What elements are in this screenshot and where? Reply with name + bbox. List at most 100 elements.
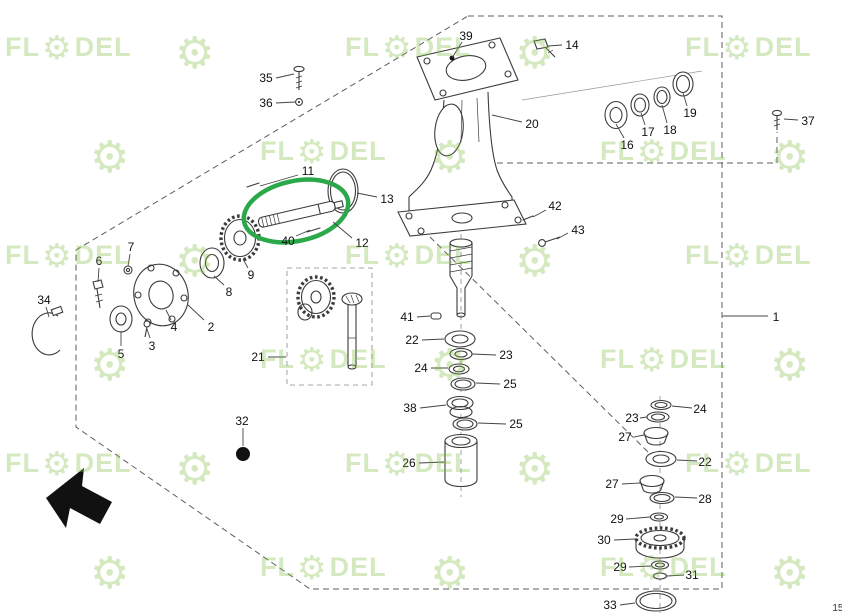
part-label-24: 24: [693, 402, 707, 416]
part-32-plug: [236, 447, 250, 461]
part-label-16: 16: [620, 138, 634, 152]
leader-line-31: [666, 574, 685, 577]
part-label-14: 14: [565, 38, 579, 52]
part-11-pin: [246, 182, 260, 188]
part-5-seal: [109, 305, 133, 333]
part-22-bearing: [444, 330, 476, 348]
part-31-ring: [652, 572, 668, 580]
part-label-6: 6: [96, 254, 103, 268]
leader-line-28: [674, 496, 698, 499]
leader-line-17: [640, 112, 646, 126]
part-16-bearing: [604, 100, 628, 130]
part-label-20: 20: [525, 117, 539, 131]
part-17-ring: [630, 93, 650, 117]
part-37-bolt: [771, 109, 783, 130]
leader-line-6: [97, 267, 100, 283]
part-22b-bearing: [645, 450, 677, 468]
part-2-flange-plate: [133, 263, 189, 327]
leader-line-33: [619, 602, 636, 606]
leader-line-34: [45, 306, 50, 318]
part-label-32: 32: [235, 414, 249, 428]
part-23-washer: [449, 347, 473, 361]
highlight-ellipse: [241, 177, 351, 245]
part-label-17: 17: [641, 125, 655, 139]
part-label-29: 29: [613, 560, 627, 574]
part-25b-ring: [452, 417, 478, 431]
part-27a-cone: [643, 426, 669, 446]
part-9-gear: [219, 214, 261, 262]
part-35-screw: [293, 65, 305, 90]
part-label-28: 28: [698, 492, 712, 506]
leader-line-23: [471, 353, 497, 356]
part-29a-washer: [649, 512, 669, 522]
part-label-9: 9: [248, 268, 255, 282]
part-label-19: 19: [683, 106, 697, 120]
leader-line-14: [547, 44, 563, 47]
part-label-7: 7: [128, 240, 135, 254]
part-24-washer: [448, 363, 470, 375]
leader-line-26: [418, 461, 445, 464]
part-14-bolt: [533, 38, 556, 58]
part-pinion-shaft: [449, 238, 473, 318]
part-29b-washer: [650, 560, 670, 570]
leader-line-12: [332, 221, 353, 239]
part-26-bushing: [444, 433, 478, 488]
leader-line-29: [625, 516, 651, 520]
part-label-3: 3: [149, 339, 156, 353]
part-23b-ring: [646, 411, 670, 423]
leader-line-23: [639, 416, 648, 419]
part-label-8: 8: [226, 285, 233, 299]
leader-line-7: [127, 253, 131, 267]
leader-line-18: [661, 104, 668, 124]
part-40-key-pin: [306, 227, 321, 233]
part-41-pin: [430, 312, 442, 320]
leader-line-9: [242, 258, 249, 269]
leader-line-19: [682, 92, 688, 107]
part-label-2: 2: [208, 320, 215, 334]
part-7-washer: [123, 265, 133, 275]
corner-number: 150: [832, 603, 842, 614]
part-label-42: 42: [548, 199, 562, 213]
part-label-43: 43: [571, 223, 585, 237]
leader-line-30: [613, 538, 636, 541]
part-label-23: 23: [625, 411, 639, 425]
leader-line-25: [475, 382, 501, 385]
leader-line-29: [628, 565, 652, 568]
part-label-22: 22: [698, 455, 712, 469]
leader-line-27: [621, 482, 641, 485]
part-30-gear: [634, 526, 686, 559]
leader-line-11: [259, 174, 299, 187]
leader-line-36: [275, 101, 296, 104]
leader-line-43: [556, 232, 569, 240]
leader-line-25: [477, 422, 507, 425]
part-12-drive-shaft: [257, 200, 344, 228]
part-label-33: 33: [603, 598, 617, 612]
leader-line-41: [416, 315, 431, 318]
part-label-29: 29: [610, 512, 624, 526]
part-label-34: 34: [37, 293, 51, 307]
leader-line-13: [356, 192, 378, 198]
part-label-37: 37: [801, 114, 815, 128]
part-21-subassembly: [286, 267, 373, 386]
leader-line-27: [633, 434, 645, 438]
leader-line-4: [165, 309, 172, 321]
part-label-22: 22: [405, 333, 419, 347]
part-label-38: 38: [403, 401, 417, 415]
leader-line-16: [615, 123, 625, 139]
part-label-1: 1: [773, 310, 780, 324]
leader-line-22: [421, 338, 445, 341]
part-label-25: 25: [509, 417, 523, 431]
leader-line-38: [419, 404, 447, 409]
part-label-36: 36: [259, 96, 273, 110]
direction-arrow-icon: [46, 468, 112, 528]
part-25-ring: [450, 377, 476, 391]
leader-lines: [45, 41, 799, 606]
part-20-gear-housing: [397, 91, 527, 237]
part-42-pin: [522, 215, 534, 221]
part-3-bolt: [143, 320, 151, 338]
part-8-bearing: [199, 247, 225, 279]
part-label-12: 12: [355, 236, 369, 250]
